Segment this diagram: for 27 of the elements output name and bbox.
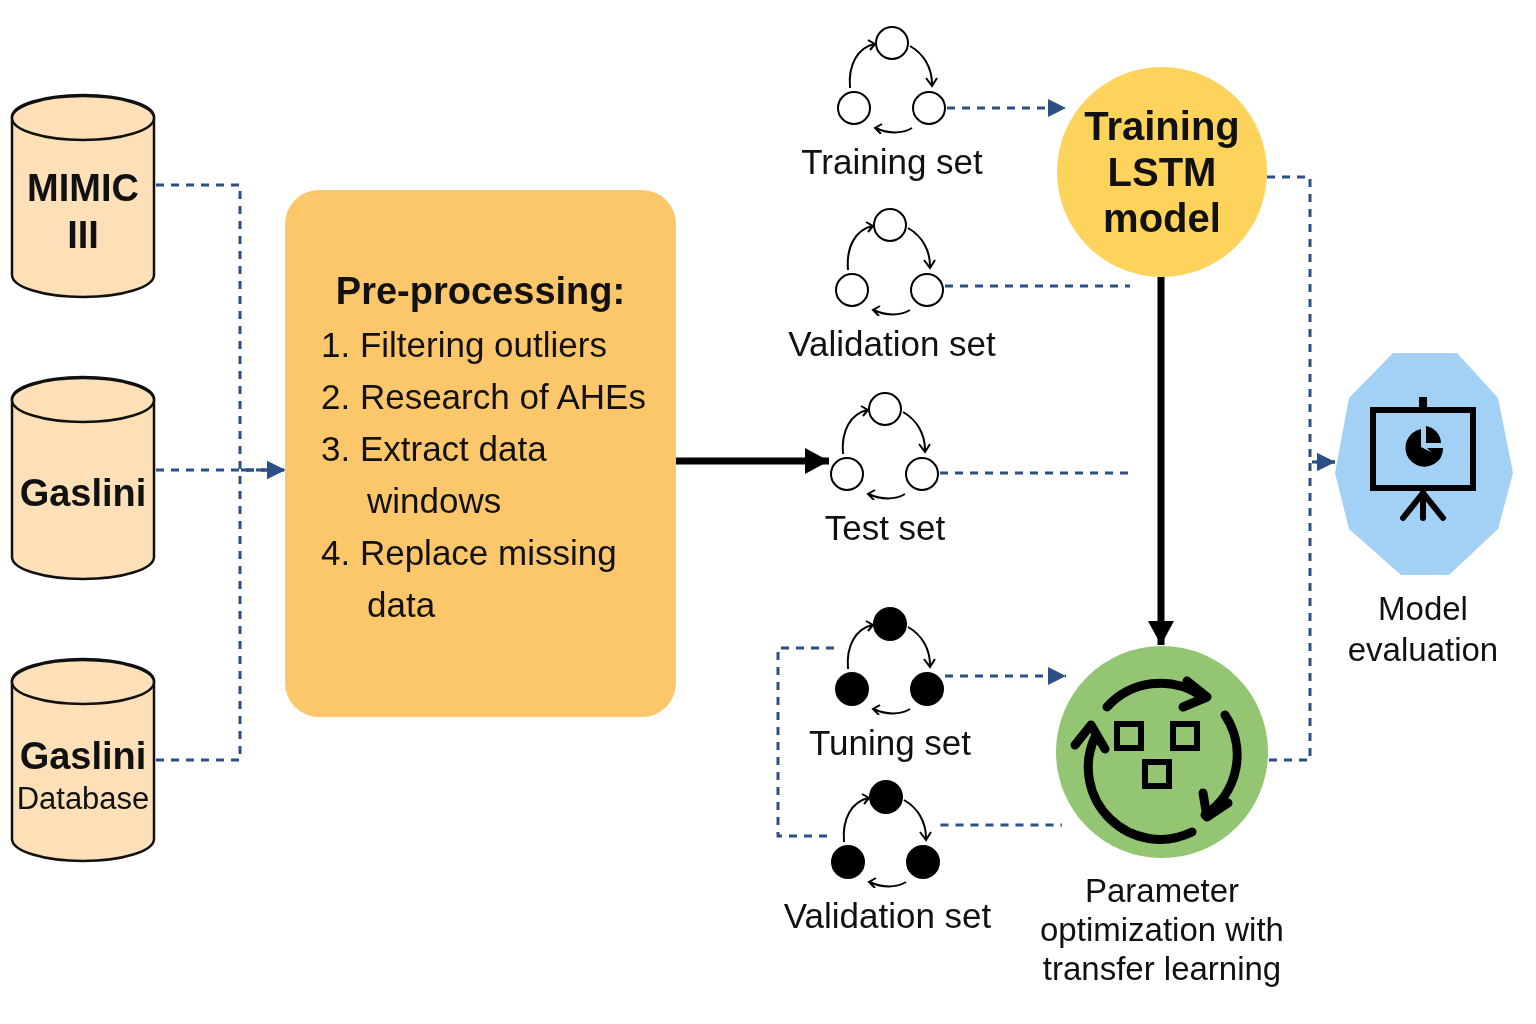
dashed-connector xyxy=(940,471,1130,475)
arrow xyxy=(676,448,829,474)
list-item: 4. Replace missing data xyxy=(321,532,618,626)
dashed-connector xyxy=(1269,453,1335,762)
circle-caption: Parameter optimization with transfer learning xyxy=(1039,871,1285,988)
dashed-connector xyxy=(947,99,1066,117)
shape-caption: Model evaluation xyxy=(1346,589,1500,670)
database-name: Gaslini xyxy=(18,471,148,517)
set-label: Test set xyxy=(823,508,947,548)
set-label: Training set xyxy=(800,142,984,182)
dashed-connector xyxy=(940,823,1062,827)
set-label: Validation set xyxy=(782,896,993,936)
database-name: MIMIC III xyxy=(26,165,140,258)
dashed-connector xyxy=(945,667,1066,685)
dashed-connector xyxy=(156,461,285,762)
list-item: 2. Research of AHEs xyxy=(321,376,647,418)
dashed-connector xyxy=(945,284,1130,288)
list-item: 1. Filtering outliers xyxy=(321,324,608,366)
list-item: 3. Extract data windows xyxy=(321,428,548,522)
circle-label: Training LSTM model xyxy=(1083,103,1241,241)
box-heading: Pre-processing: xyxy=(334,270,627,313)
arrow xyxy=(1148,277,1174,645)
set-label: Validation set xyxy=(787,324,997,364)
process-box xyxy=(285,190,676,717)
database-name: Gaslini xyxy=(18,733,148,779)
database-subtitle: Database xyxy=(15,780,151,819)
set-label: Tuning set xyxy=(807,723,973,763)
